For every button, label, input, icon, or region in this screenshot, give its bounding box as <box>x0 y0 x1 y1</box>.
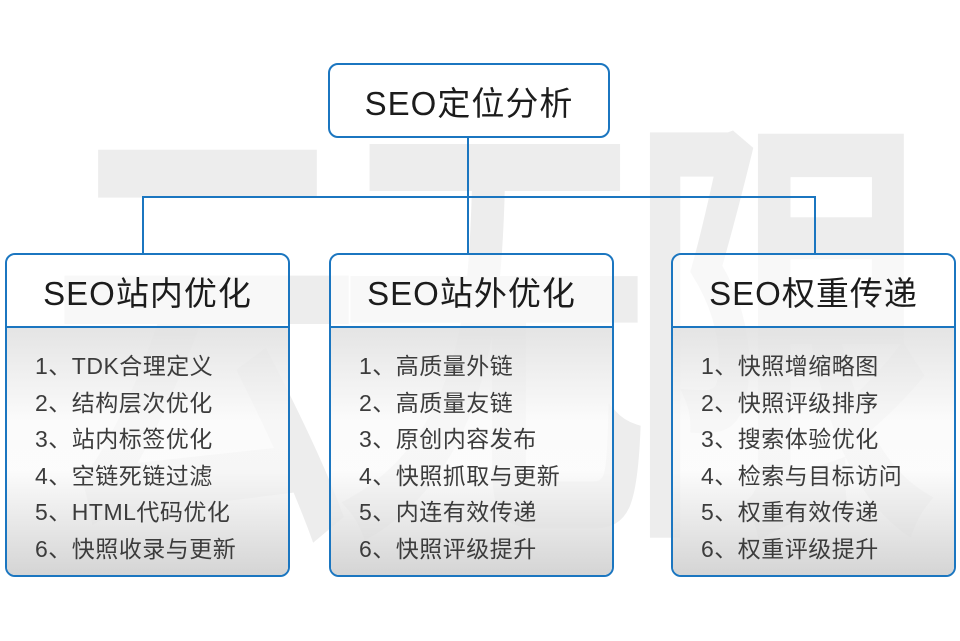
column-onsite-list: 1、TDK合理定义 2、结构层次优化 3、站内标签优化 4、空链死链过滤 5、H… <box>7 328 288 575</box>
list-item: 5、HTML代码优化 <box>35 499 231 525</box>
list-item: 4、检索与目标访问 <box>701 462 903 489</box>
list-item: 1、快照增缩略图 <box>701 353 879 379</box>
list-item: 2、高质量友链 <box>359 389 514 416</box>
list-item: 4、快照抓取与更新 <box>359 462 561 489</box>
list-item: 6、快照收录与更新 <box>35 535 237 562</box>
column-onsite-title: SEO站内优化 <box>43 274 252 312</box>
connector-middle-drop <box>467 196 469 253</box>
connector-right-drop <box>814 196 816 253</box>
column-weight-title: SEO权重传递 <box>709 274 918 312</box>
connector-left-drop <box>142 196 144 253</box>
list-item: 4、空链死链过滤 <box>35 462 213 489</box>
list-item: 1、高质量外链 <box>359 353 514 379</box>
column-onsite-optimization: SEO站内优化 1、TDK合理定义 2、结构层次优化 3、站内标签优化 4、空链… <box>5 253 290 577</box>
column-offsite-header: SEO站外优化 <box>331 255 612 328</box>
column-offsite-list: 1、高质量外链 2、高质量友链 3、原创内容发布 4、快照抓取与更新 5、内连有… <box>331 328 612 575</box>
column-onsite-header: SEO站内优化 <box>7 255 288 328</box>
list-item: 3、站内标签优化 <box>35 426 213 452</box>
list-item: 3、搜索体验优化 <box>701 426 879 452</box>
column-weight-header: SEO权重传递 <box>673 255 954 328</box>
list-item: 6、权重评级提升 <box>701 535 879 562</box>
column-offsite-title: SEO站外优化 <box>367 274 576 312</box>
list-item: 1、TDK合理定义 <box>35 353 214 379</box>
root-node-label: SEO定位分析 <box>364 84 574 122</box>
column-weight-transfer: SEO权重传递 1、快照增缩略图 2、快照评级排序 3、搜索体验优化 4、检索与… <box>671 253 956 577</box>
connector-horizontal <box>142 196 816 198</box>
list-item: 3、原创内容发布 <box>359 426 537 452</box>
list-item: 2、结构层次优化 <box>35 389 213 416</box>
list-item: 2、快照评级排序 <box>701 389 879 416</box>
connector-root-drop <box>467 138 469 196</box>
column-offsite-optimization: SEO站外优化 1、高质量外链 2、高质量友链 3、原创内容发布 4、快照抓取与… <box>329 253 614 577</box>
list-item: 5、权重有效传递 <box>701 499 879 525</box>
column-weight-list: 1、快照增缩略图 2、快照评级排序 3、搜索体验优化 4、检索与目标访问 5、权… <box>673 328 954 575</box>
list-item: 5、内连有效传递 <box>359 499 537 525</box>
list-item: 6、快照评级提升 <box>359 535 537 562</box>
root-node-seo-positioning: SEO定位分析 <box>328 63 610 138</box>
